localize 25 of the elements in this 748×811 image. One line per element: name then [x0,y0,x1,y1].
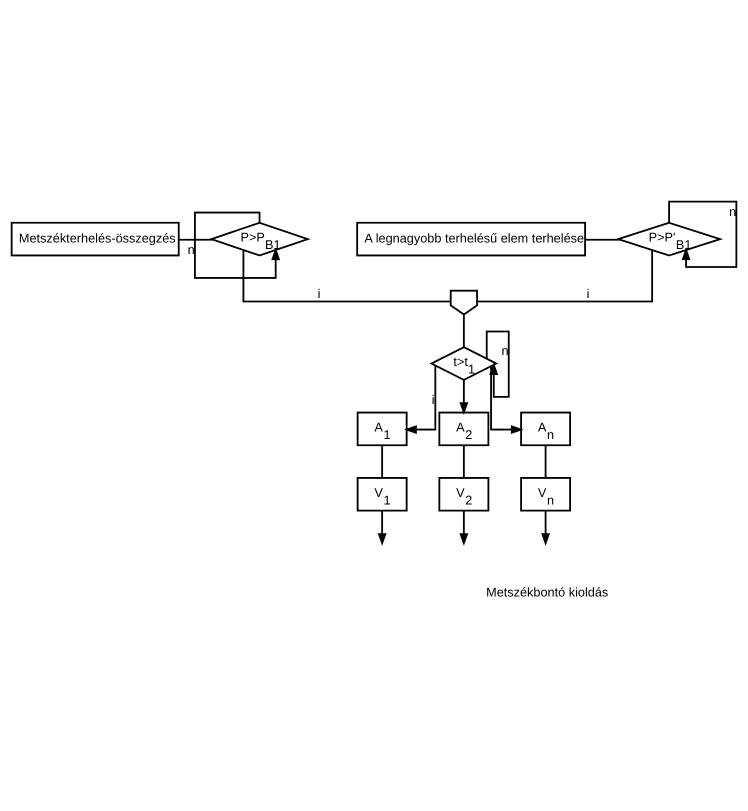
edge-label: i [318,286,320,302]
arrow [459,510,468,546]
arrow [541,510,550,546]
connector [462,445,465,478]
connector [178,238,213,241]
node-gate [450,290,478,316]
connector [544,445,546,478]
arrow [194,212,280,279]
node-box: A legnagyobb terhelésű elem terhelése [356,222,586,256]
edge-label: i [432,392,435,407]
edge-label: n [501,343,509,358]
connector [381,445,384,478]
edge-label: n [188,242,195,258]
arrow [490,366,524,434]
connector [462,314,465,348]
connector [242,250,450,302]
edge-label: n [729,204,736,219]
label: Metszékbontó kioldás [486,584,608,600]
connector [477,250,654,302]
node-box: Metszékterhelés-összegzés [10,222,180,256]
connector [585,238,620,241]
edge-label: i [586,286,590,302]
arrow [404,366,436,434]
arrow [378,510,387,546]
arrow [459,380,468,415]
